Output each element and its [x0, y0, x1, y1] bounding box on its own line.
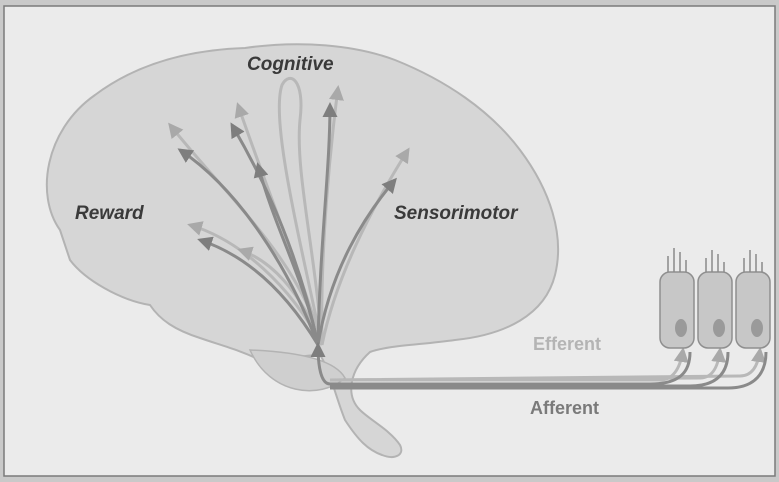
afferent-label: Afferent	[530, 398, 599, 418]
reward-label: Reward	[75, 203, 144, 224]
sensorimotor-label: Sensorimotor	[394, 203, 519, 224]
efferent-label: Efferent	[533, 334, 601, 354]
cognitive-label: Cognitive	[247, 54, 334, 75]
